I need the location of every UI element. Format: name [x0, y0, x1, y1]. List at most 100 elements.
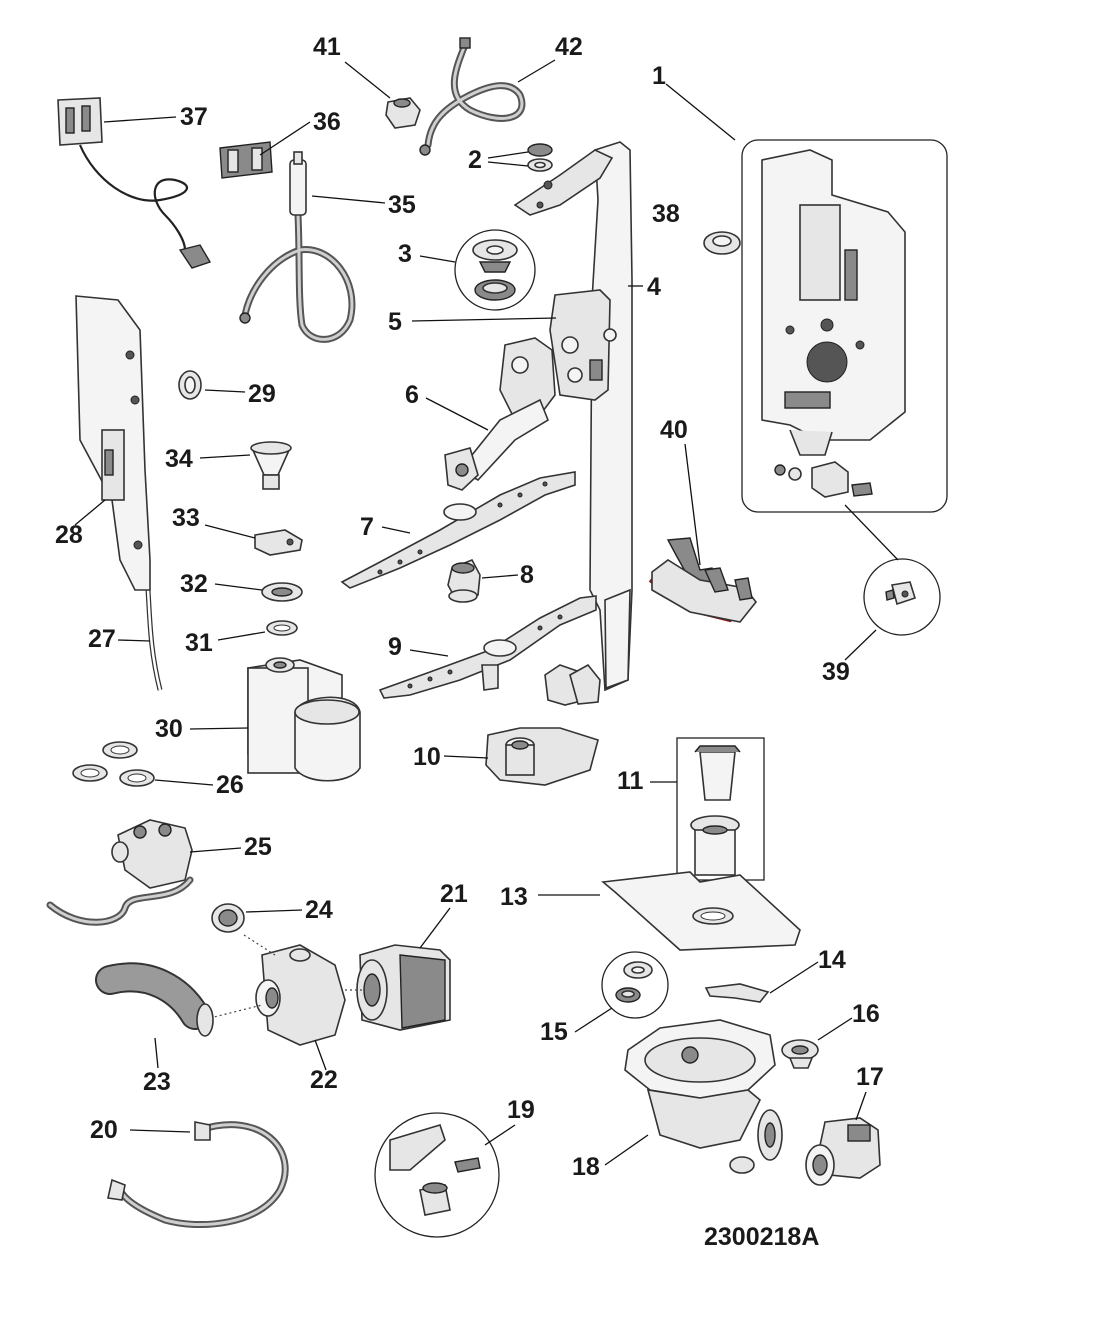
part-8-nut[interactable]: [447, 558, 481, 603]
part-11-filter-assembly[interactable]: [676, 737, 765, 881]
part-number-42: 42: [555, 33, 583, 61]
part-number-23: 23: [143, 1068, 171, 1096]
part-38-ring[interactable]: [703, 231, 741, 255]
leader-10: [443, 755, 489, 759]
part-1-rear-panel[interactable]: [741, 139, 948, 513]
leader-15: [574, 1007, 613, 1033]
leader-6: [425, 397, 489, 431]
part-22-pump-housing[interactable]: [255, 944, 346, 1046]
part-24-sleeve[interactable]: [211, 903, 245, 933]
part-number-14: 14: [818, 946, 846, 974]
part-7-upper-spray-arm[interactable]: [340, 471, 576, 589]
part-number-25: 25: [244, 833, 272, 861]
part-10-sump-connector[interactable]: [485, 727, 599, 786]
part-3-valve-detail[interactable]: [454, 229, 536, 311]
part-number-11: 11: [617, 767, 644, 795]
part-26-washers[interactable]: [72, 741, 155, 787]
part-number-4: 4: [647, 273, 661, 301]
leader-36: [259, 121, 311, 156]
part-number-10: 10: [413, 743, 441, 771]
leader-26: [154, 779, 214, 786]
connector-23-22: [209, 1004, 263, 1019]
part-13-filter-plate[interactable]: [601, 871, 801, 951]
leader-2a: [487, 151, 529, 159]
part-33-cover-plate[interactable]: [254, 529, 303, 556]
part-number-37: 37: [180, 103, 208, 131]
part-35-aquastop-hose[interactable]: [239, 151, 356, 343]
leader-1: [665, 83, 736, 141]
part-30-water-softener[interactable]: [247, 657, 361, 782]
part-32-cap[interactable]: [261, 582, 303, 602]
part-29-clamp[interactable]: [178, 370, 202, 400]
part-number-22: 22: [310, 1066, 338, 1094]
part-number-30: 30: [155, 715, 183, 743]
part-6-arm-support[interactable]: [444, 337, 556, 491]
part-number-8: 8: [520, 561, 534, 589]
leader-42: [517, 59, 556, 83]
part-number-19: 19: [507, 1096, 535, 1124]
part-15-valve-detail[interactable]: [601, 951, 669, 1019]
part-number-17: 17: [856, 1063, 884, 1091]
part-20-drain-hose[interactable]: [107, 1121, 289, 1228]
part-34-funnel[interactable]: [250, 441, 292, 490]
part-39-detail[interactable]: [863, 558, 941, 636]
part-number-35: 35: [388, 191, 416, 219]
leader-14: [769, 961, 819, 994]
part-1-frame: [741, 139, 948, 513]
part-40-bracket[interactable]: [648, 537, 758, 623]
leader-29: [204, 389, 246, 393]
part-2-top-nozzle[interactable]: [513, 143, 614, 216]
leader-3: [419, 255, 456, 263]
part-number-18: 18: [572, 1153, 600, 1181]
leader-8: [481, 574, 519, 579]
part-18-sump-housing[interactable]: [624, 1019, 783, 1174]
part-number-7: 7: [360, 513, 374, 541]
part-19-detail[interactable]: [374, 1112, 500, 1238]
part-41-valve[interactable]: [385, 97, 421, 129]
connector-24-22: [243, 934, 276, 956]
part-5-connector[interactable]: [549, 289, 617, 401]
part-31-seal[interactable]: [266, 620, 298, 636]
part-number-6: 6: [405, 381, 419, 409]
part-number-3: 3: [398, 240, 412, 268]
part-number-32: 32: [180, 570, 208, 598]
part-4-water-duct[interactable]: [544, 141, 633, 706]
leader-32: [214, 583, 263, 591]
part-9-lower-spray-arm[interactable]: [378, 595, 597, 699]
part-number-26: 26: [216, 771, 244, 799]
leader-2b: [487, 161, 529, 167]
part-number-34: 34: [165, 445, 193, 473]
part-number-38: 38: [652, 200, 680, 228]
part-21-wash-motor[interactable]: [356, 944, 451, 1031]
part-17-drain-pump[interactable]: [805, 1117, 881, 1186]
leader-35: [311, 195, 386, 204]
part-number-27: 27: [88, 625, 116, 653]
part-36-clip[interactable]: [219, 141, 273, 179]
part-number-29: 29: [248, 380, 276, 408]
part-number-21: 21: [440, 880, 468, 908]
part-number-16: 16: [852, 1000, 880, 1028]
part-27-tube[interactable]: [145, 589, 163, 691]
part-37-power-cord[interactable]: [57, 97, 212, 269]
part-number-1: 1: [652, 62, 666, 90]
leader-21: [419, 907, 451, 949]
part-number-28: 28: [55, 521, 83, 549]
leader-20: [129, 1129, 191, 1133]
part-28-side-panel[interactable]: [75, 295, 151, 591]
part-number-33: 33: [172, 504, 200, 532]
leader-25: [189, 847, 242, 853]
part-number-5: 5: [388, 308, 402, 336]
part-23-elbow-hose[interactable]: [95, 962, 214, 1037]
part-14-clip[interactable]: [704, 983, 770, 1003]
leader-17: [855, 1091, 867, 1121]
leader-30: [189, 727, 249, 730]
part-42-hose[interactable]: [419, 37, 526, 156]
leader-34: [199, 454, 251, 459]
leader-37: [103, 116, 177, 123]
part-25-inlet-valve[interactable]: [46, 819, 194, 926]
part-16-check-valve[interactable]: [781, 1039, 819, 1069]
leader-33: [204, 524, 256, 539]
leader-19: [484, 1124, 516, 1146]
part-number-15: 15: [540, 1018, 568, 1046]
leader-16: [817, 1017, 853, 1041]
